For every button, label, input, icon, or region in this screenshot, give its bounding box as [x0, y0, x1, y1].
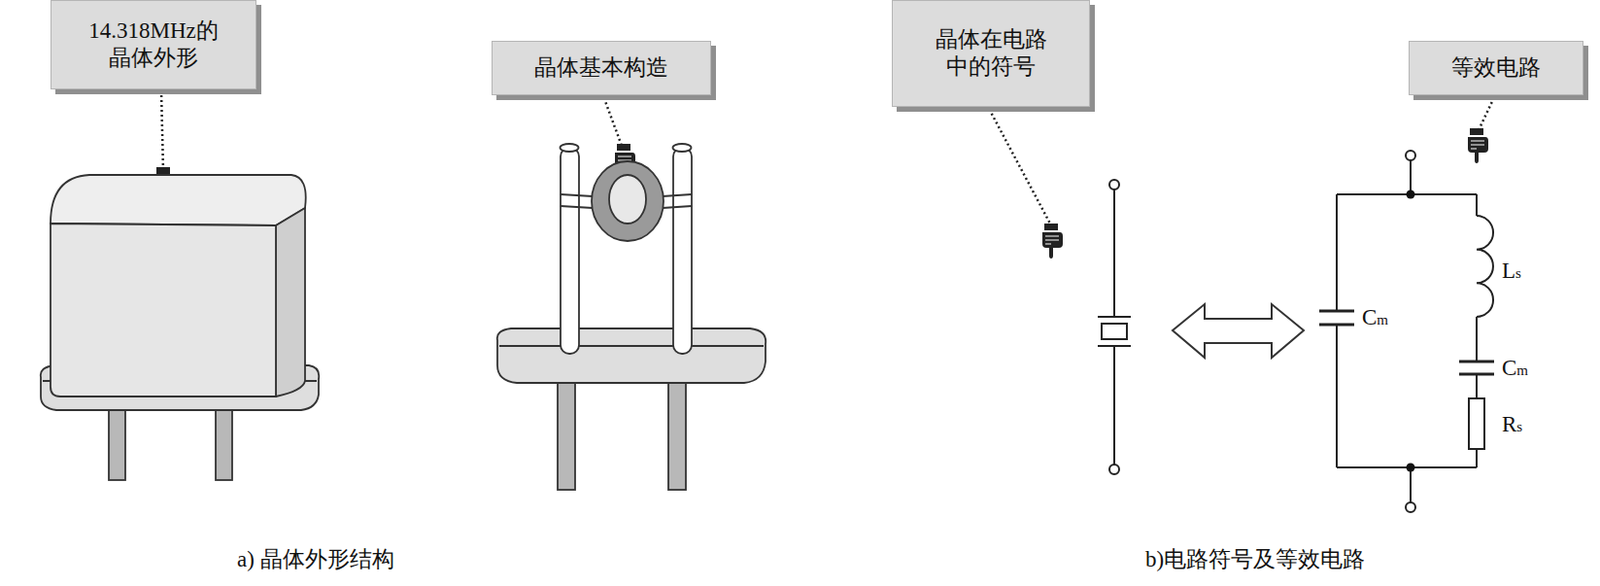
inductor-label: Ls	[1501, 258, 1522, 284]
callout-box: 等效电路	[1408, 40, 1584, 96]
callout-text: 晶体在电路 中的符号	[902, 26, 1080, 80]
resistor-label: Rs	[1501, 411, 1523, 438]
capacitor-label: Cm	[1361, 305, 1389, 331]
leader-lines	[161, 90, 1497, 226]
capacitor-label: Cm	[1501, 355, 1529, 381]
callout-text: 14.318MHz的 晶体外形	[61, 17, 246, 71]
figure-caption: a) 晶体外形结构	[237, 544, 395, 575]
leader-dots	[155, 81, 1502, 107]
equivalent-circuit	[1319, 150, 1495, 512]
callout-box: 14.318MHz的 晶体外形	[50, 0, 257, 90]
crystal-package	[40, 174, 320, 480]
crystal-symbol	[1097, 179, 1131, 475]
callout-text: 晶体基本构造	[534, 54, 669, 82]
equivalence-arrow	[1172, 304, 1304, 358]
callout-box: 晶体基本构造	[491, 40, 712, 96]
figure-caption: b)电路符号及等效电路	[1145, 544, 1365, 575]
callout-box: 晶体在电路 中的符号	[891, 0, 1090, 107]
junction-dots	[1406, 190, 1416, 473]
pointer-hands	[154, 128, 1489, 259]
crystal-construction	[497, 143, 766, 490]
callout-text: 等效电路	[1451, 54, 1541, 82]
